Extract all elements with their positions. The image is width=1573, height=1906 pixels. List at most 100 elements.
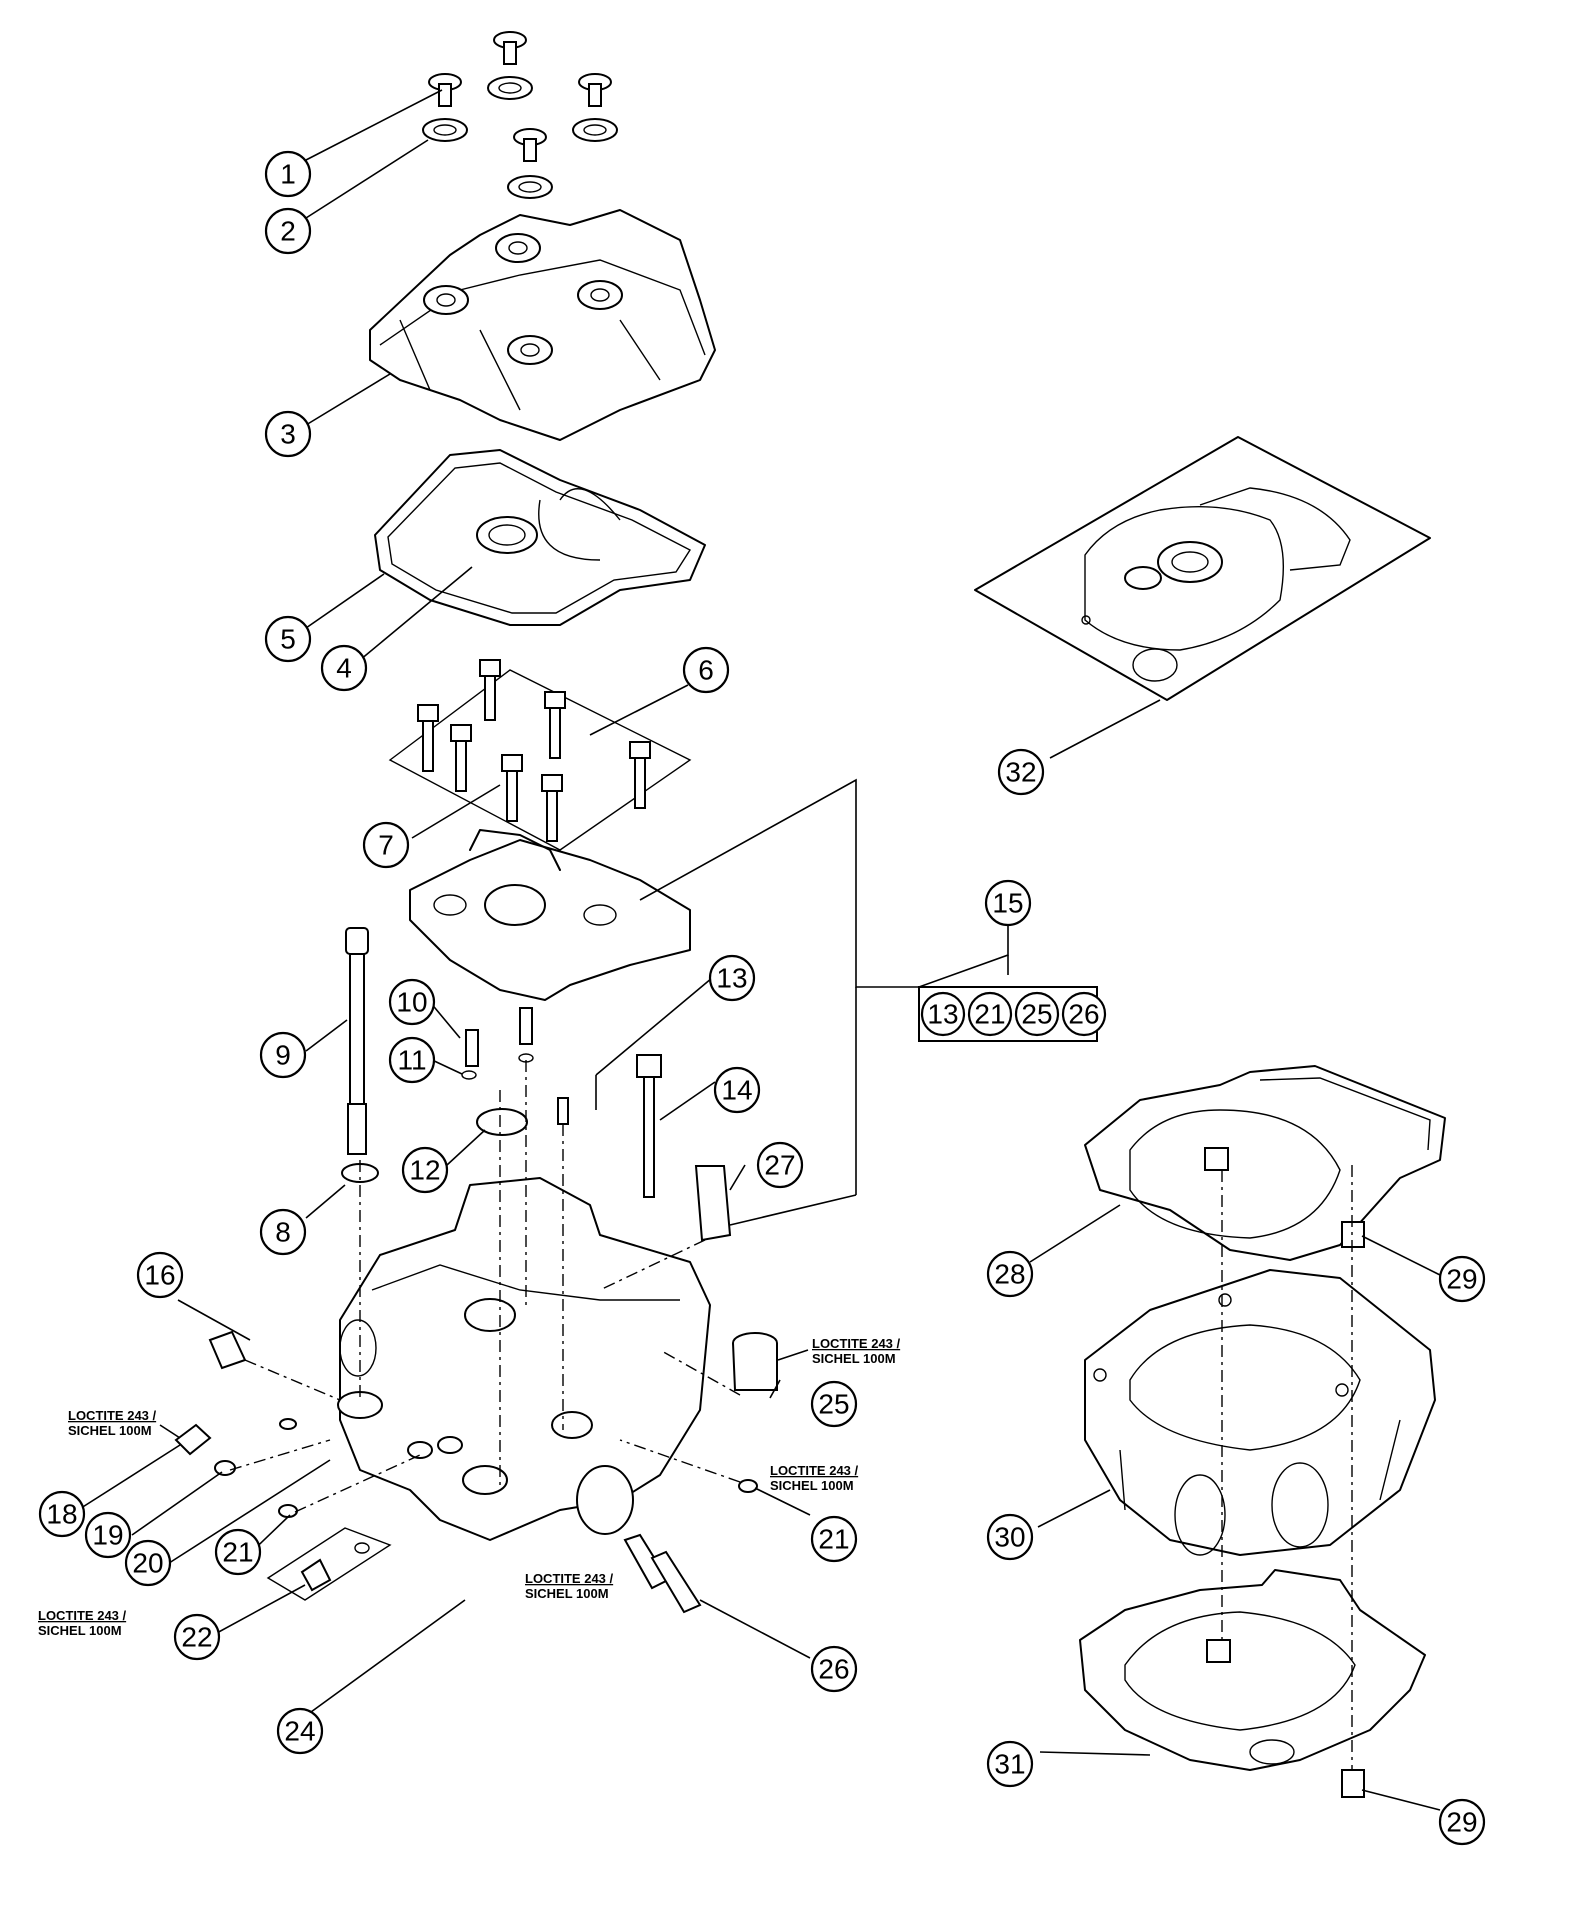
svg-text:3: 3 [280, 419, 296, 450]
callout-27[interactable]: 27 [756, 1141, 804, 1189]
svg-text:15: 15 [992, 888, 1023, 919]
callout-21-right[interactable]: 21 [810, 1515, 858, 1563]
valve-cover-gasket [374, 449, 706, 626]
svg-text:29: 29 [1446, 1807, 1477, 1838]
loctite-note-line2: SICHEL 100M [525, 1586, 609, 1601]
svg-text:12: 12 [409, 1155, 440, 1186]
dowel-29-top [1341, 1221, 1365, 1248]
callout-25[interactable]: 25 [810, 1380, 858, 1428]
long-bolt-14 [636, 1054, 662, 1198]
callout-32[interactable]: 32 [997, 748, 1045, 796]
gasket-kit [974, 436, 1431, 701]
callout-9[interactable]: 9 [259, 1031, 307, 1079]
callout-18[interactable]: 18 [38, 1490, 86, 1538]
callout-28[interactable]: 28 [986, 1250, 1034, 1298]
callout-24[interactable]: 24 [276, 1707, 324, 1755]
callout-11[interactable]: 11 [388, 1036, 436, 1084]
loctite-note-21-left: LOCTITE 243 / SICHEL 100M [38, 1608, 127, 1638]
callouts: 1 2 3 5 4 6 7 9 8 10 11 12 13 14 15 27 1… [38, 150, 1486, 1846]
svg-text:8: 8 [275, 1217, 291, 1248]
callout-8[interactable]: 8 [259, 1208, 307, 1256]
callout-19[interactable]: 19 [84, 1511, 132, 1559]
tubes-26 [623, 1533, 702, 1614]
loctite-note-line1: LOCTITE 243 / [525, 1571, 614, 1586]
cylinder [1084, 1269, 1436, 1556]
kit-item-label: 26 [1068, 999, 1099, 1030]
svg-text:2: 2 [280, 216, 296, 247]
callout-14[interactable]: 14 [713, 1066, 761, 1114]
loctite-note-25: LOCTITE 243 / SICHEL 100M [777, 1336, 901, 1366]
head-stud [345, 927, 369, 1155]
svg-text:9: 9 [275, 1040, 291, 1071]
loctite-note-line2: SICHEL 100M [812, 1351, 896, 1366]
callout-26[interactable]: 26 [810, 1645, 858, 1693]
loctite-note-18: LOCTITE 243 / SICHEL 100M [68, 1408, 181, 1439]
svg-text:31: 31 [994, 1749, 1025, 1780]
sleeve-27 [694, 1165, 732, 1242]
kit-item[interactable]: 21 [967, 991, 1013, 1037]
svg-text:27: 27 [764, 1150, 795, 1181]
svg-text:19: 19 [92, 1520, 123, 1551]
callout-21-left[interactable]: 21 [214, 1528, 262, 1576]
callout-29-top[interactable]: 29 [1438, 1255, 1486, 1303]
valve-cover-bolts [422, 31, 618, 199]
sleeve-25 [732, 1332, 778, 1391]
svg-text:24: 24 [284, 1716, 315, 1747]
small-pins [461, 1007, 534, 1080]
kit-15-box: 13 21 25 26 [918, 986, 1107, 1042]
callout-3[interactable]: 3 [264, 410, 312, 458]
callout-4[interactable]: 4 [320, 644, 368, 692]
bush-21-right [738, 1479, 758, 1493]
callout-1[interactable]: 1 [264, 150, 312, 198]
svg-text:18: 18 [46, 1499, 77, 1530]
svg-text:16: 16 [144, 1260, 175, 1291]
callout-22[interactable]: 22 [173, 1613, 221, 1661]
base-gasket [1079, 1569, 1426, 1771]
svg-text:5: 5 [280, 624, 296, 655]
callout-12[interactable]: 12 [401, 1146, 449, 1194]
loctite-note-line1: LOCTITE 243 / [770, 1463, 859, 1478]
callout-15[interactable]: 15 [984, 879, 1032, 927]
plug-and-seal [266, 1527, 392, 1601]
loctite-note-line2: SICHEL 100M [770, 1478, 854, 1493]
callout-6[interactable]: 6 [682, 646, 730, 694]
callout-7[interactable]: 7 [362, 821, 410, 869]
alignment-lines [229, 1060, 1353, 1770]
bush-21-left [278, 1504, 298, 1518]
dowel-29-bottom [1341, 1769, 1365, 1798]
svg-text:30: 30 [994, 1522, 1025, 1553]
callout-2[interactable]: 2 [264, 207, 312, 255]
dowel-13 [557, 1097, 569, 1125]
svg-text:1: 1 [280, 159, 296, 190]
svg-text:20: 20 [132, 1548, 163, 1579]
o-ring-12 [476, 1108, 528, 1136]
loctite-note-line2: SICHEL 100M [68, 1423, 152, 1438]
callout-31[interactable]: 31 [986, 1740, 1034, 1788]
svg-text:13: 13 [716, 963, 747, 994]
svg-text:32: 32 [1005, 757, 1036, 788]
kit-item[interactable]: 25 [1014, 991, 1060, 1037]
kit-item[interactable]: 26 [1061, 991, 1107, 1037]
callout-29-bottom[interactable]: 29 [1438, 1798, 1486, 1846]
kit-item[interactable]: 13 [920, 991, 966, 1037]
svg-text:28: 28 [994, 1259, 1025, 1290]
fittings [174, 1418, 297, 1476]
svg-text:25: 25 [818, 1389, 849, 1420]
callout-10[interactable]: 10 [388, 978, 436, 1026]
svg-text:4: 4 [336, 653, 352, 684]
callout-5[interactable]: 5 [264, 615, 312, 663]
loctite-note-line1: LOCTITE 243 / [68, 1408, 157, 1423]
svg-text:26: 26 [818, 1654, 849, 1685]
cylinder-head [337, 1177, 711, 1541]
svg-text:7: 7 [378, 830, 394, 861]
cylinder-head-bolts [388, 659, 692, 851]
loctite-note-line1: LOCTITE 243 / [812, 1336, 901, 1351]
loctite-note-21-right: LOCTITE 243 / SICHEL 100M [770, 1463, 859, 1493]
plug-16 [208, 1330, 247, 1370]
callout-16[interactable]: 16 [136, 1251, 184, 1299]
head-gasket [1084, 1065, 1446, 1261]
callout-13[interactable]: 13 [708, 954, 756, 1002]
callout-20[interactable]: 20 [124, 1539, 172, 1587]
callout-30[interactable]: 30 [986, 1513, 1034, 1561]
